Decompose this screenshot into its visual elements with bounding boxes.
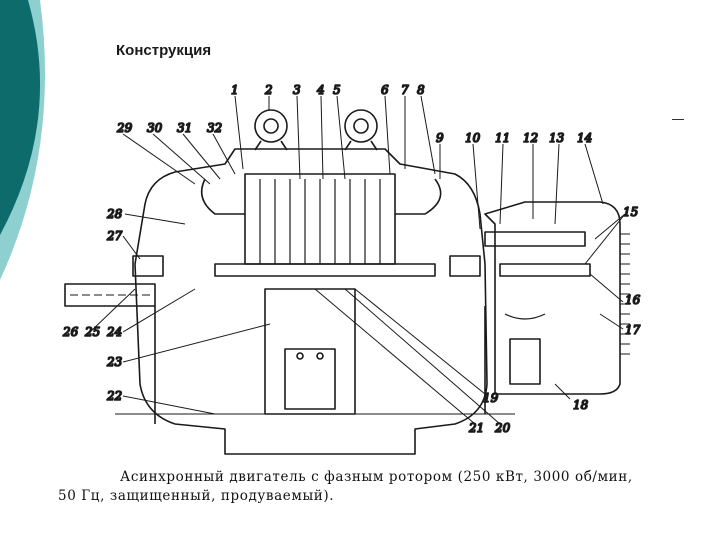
caption-line-2: 50 Гц, защищенный, продуваемый). — [58, 488, 335, 504]
label-28: 28 — [106, 207, 123, 221]
label-26: 26 — [62, 325, 79, 339]
label-16: 16 — [625, 293, 641, 307]
winding-right — [395, 178, 442, 215]
label-27: 27 — [106, 229, 123, 243]
slip-rings-upper — [484, 231, 586, 247]
rotor-band — [214, 263, 436, 277]
lifting-eye-left — [254, 109, 288, 143]
bearing-left — [132, 255, 164, 277]
frame-center — [264, 288, 356, 415]
caption-line-1: Асинхронный двигатель с фазным ротором (… — [120, 469, 633, 485]
slip-ring-cover — [484, 201, 621, 395]
label-30: 30 — [147, 121, 163, 135]
label-10: 10 — [465, 131, 481, 145]
label-6: 6 — [381, 84, 389, 97]
label-32: 32 — [207, 121, 222, 135]
label-31: 31 — [177, 121, 192, 135]
motor-drawing: 1 2 3 4 5 6 7 8 9 10 11 12 13 14 15 16 1… — [61, 84, 641, 455]
label-13: 13 — [549, 131, 565, 145]
label-14: 14 — [577, 131, 592, 145]
motor-housing — [134, 148, 488, 455]
label-9: 9 — [436, 131, 444, 145]
label-15: 15 — [623, 205, 638, 219]
terminal-box — [509, 338, 541, 385]
teal-dark-shape — [0, 0, 41, 235]
shaft — [64, 283, 156, 307]
cooling-fins — [620, 233, 630, 355]
label-11: 11 — [495, 131, 510, 145]
label-12: 12 — [523, 131, 538, 145]
slide-title: Конструкция — [116, 42, 212, 59]
label-24: 24 — [106, 325, 122, 339]
label-25: 25 — [84, 325, 100, 339]
label-2: 2 — [264, 84, 273, 97]
label-29: 29 — [116, 121, 133, 135]
label-17: 17 — [625, 323, 641, 337]
label-23: 23 — [106, 355, 123, 369]
winding-left — [200, 178, 245, 215]
divider-mark — [672, 119, 684, 120]
label-20: 20 — [494, 421, 511, 435]
figure-caption: Асинхронный двигатель с фазным ротором (… — [58, 468, 668, 506]
label-19: 19 — [483, 391, 499, 405]
lifting-eye-right — [344, 109, 378, 143]
label-4: 4 — [316, 84, 325, 97]
label-21: 21 — [468, 421, 484, 435]
label-3: 3 — [293, 84, 301, 97]
label-1: 1 — [231, 84, 239, 97]
label-7: 7 — [401, 84, 409, 97]
label-22: 22 — [106, 389, 122, 403]
label-8: 8 — [417, 84, 425, 97]
label-5: 5 — [333, 84, 341, 97]
slip-rings-lower — [499, 263, 591, 277]
label-18: 18 — [573, 398, 589, 412]
bearing-right — [449, 255, 481, 277]
